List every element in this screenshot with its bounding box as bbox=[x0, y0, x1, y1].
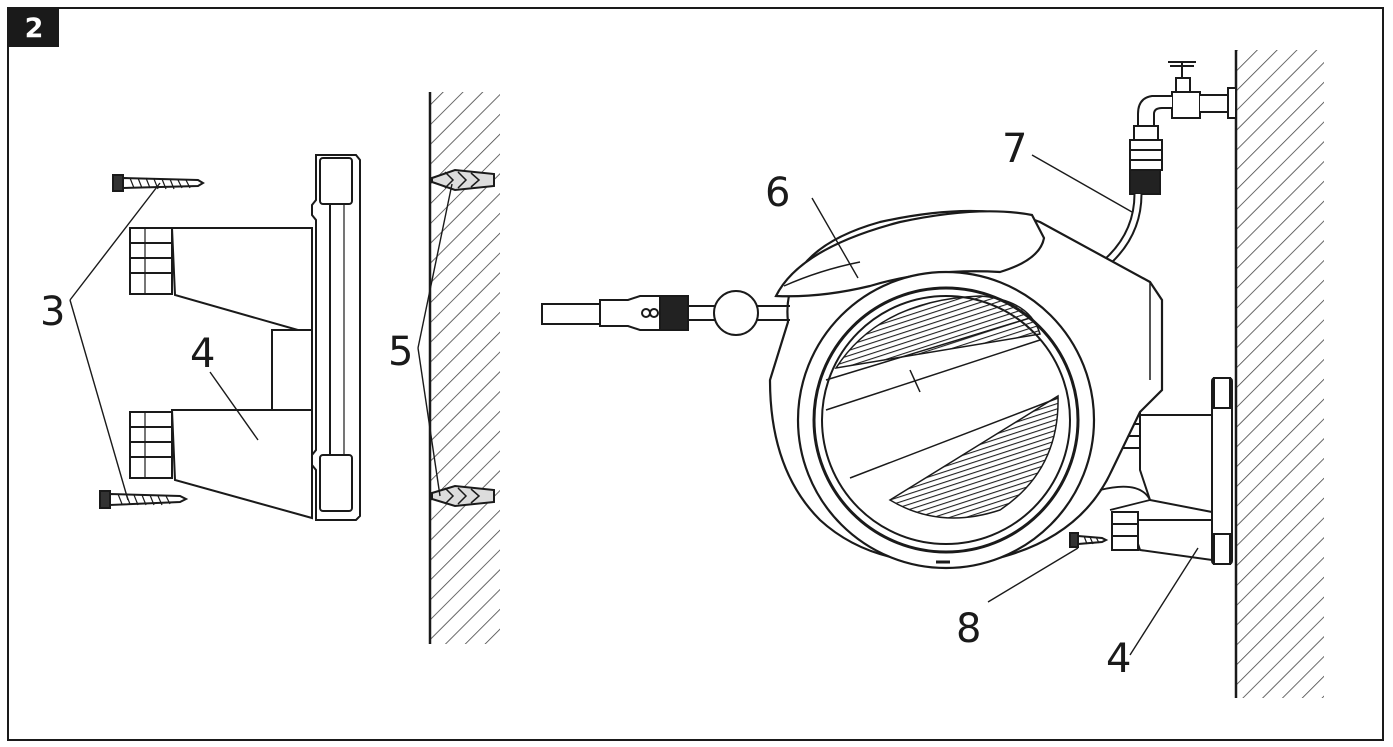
callout-4-right: 4 bbox=[1106, 636, 1131, 682]
callout-leader-4-left bbox=[209, 371, 259, 441]
callout-leader-7 bbox=[1031, 154, 1133, 213]
screw-bottom-left bbox=[99, 490, 189, 509]
callout-5: 5 bbox=[388, 329, 413, 375]
wall-bracket-right bbox=[1109, 377, 1233, 565]
callout-7: 7 bbox=[1002, 126, 1027, 172]
callout-leader-3 bbox=[69, 182, 161, 501]
water-tap bbox=[1137, 61, 1237, 127]
screw-top-left bbox=[112, 174, 205, 192]
screw-8 bbox=[1069, 532, 1109, 548]
callout-8: 8 bbox=[956, 606, 981, 652]
wall-bracket-left bbox=[129, 154, 361, 521]
hose-reel bbox=[768, 209, 1164, 570]
figure-number-badge: 2 bbox=[9, 9, 59, 47]
callout-3: 3 bbox=[40, 289, 65, 335]
inlet-hose-connector bbox=[1129, 125, 1163, 195]
spray-nozzle-hose bbox=[541, 290, 790, 336]
callout-6: 6 bbox=[765, 170, 790, 216]
wall-section-right bbox=[1234, 50, 1324, 698]
wall-plug-top bbox=[431, 168, 495, 192]
callout-leader-8 bbox=[987, 547, 1079, 603]
callout-4-left: 4 bbox=[190, 331, 215, 377]
callout-leader-4-right bbox=[1129, 547, 1199, 656]
callout-leader-6 bbox=[811, 197, 859, 279]
callout-leader-5 bbox=[417, 183, 453, 497]
wall-plug-bottom bbox=[431, 484, 495, 508]
